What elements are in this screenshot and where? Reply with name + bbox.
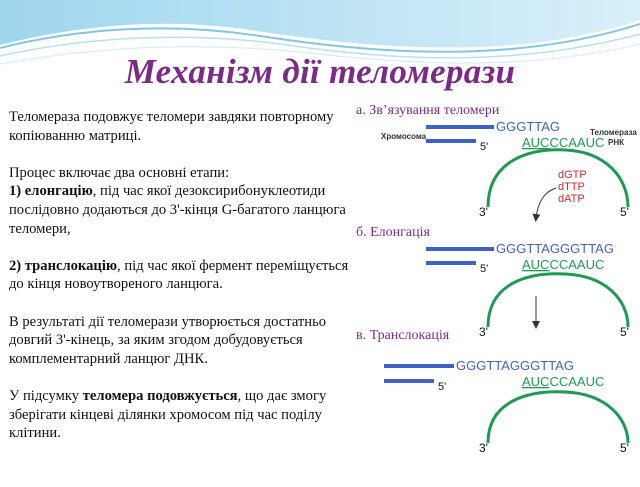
header-waves: [0, 0, 640, 65]
stage-a-diagram: GGGTTAG Хромосома 5' Теломераза РНК AUCC…: [381, 119, 637, 222]
five-prime-rna-label-b: 5': [620, 325, 629, 339]
telomerase-diagram: GGGTTAG Хромосома 5' Теломераза РНК AUCC…: [381, 119, 637, 455]
stage-b-diagram: GGGTTAGGGTTAG 5' AUCCCAAUC 3' 5': [426, 241, 630, 339]
three-prime-label-c: 3': [479, 441, 488, 455]
nucleotide-datp: dATP: [558, 193, 585, 205]
nucleotide-dgtp: dGTP: [558, 169, 587, 181]
chromosome-label: Хромосома: [381, 132, 427, 141]
rna-label: РНК: [608, 138, 624, 147]
paragraph-summary: У підсумку теломера подовжується, що дає…: [9, 387, 327, 442]
arrow-nucleotides: [532, 187, 557, 222]
rna-template-a: AUCCCAAUC: [522, 135, 604, 150]
three-prime-label-b: 3': [479, 325, 488, 339]
paragraph-stages: Процес включає два основні етапи:: [9, 164, 230, 181]
five-prime-label-c: 5': [438, 381, 446, 393]
telomere-sequence-c: GGGTTAGGGTTAG: [456, 358, 574, 373]
paragraph-result: В результаті дії теломерази утворюється …: [9, 313, 327, 367]
three-prime-label-a: 3': [479, 205, 488, 219]
rna-template-b: AUCCCAAUC: [522, 257, 604, 272]
slide-title: Механізм дії теломерази: [124, 52, 516, 91]
nucleotide-dttp: dTTP: [558, 181, 585, 193]
telomerase-rna-arc-c: [486, 390, 630, 444]
stage-label-translocation: в. Транслокація: [356, 328, 450, 343]
paragraph-translocation: 2) транслокацію, під час якої фермент пе…: [9, 257, 349, 293]
term-translocation: 2) транслокацію: [9, 257, 118, 274]
five-prime-rna-label-a: 5': [620, 205, 629, 219]
five-prime-label-a: 5': [480, 141, 488, 153]
stage-c-diagram: GGGTTAGGGTTAG 5' AUCCCAAUC 3' 5': [384, 358, 630, 455]
five-prime-rna-label-c: 5': [620, 441, 629, 455]
telomerase-rna-arc-a: [486, 148, 630, 208]
paragraph-elongation: 1) елонгацію, під час якої дезоксирибону…: [9, 183, 346, 237]
telomerase-label: Теломераза: [590, 128, 637, 137]
paragraph-intro: Теломераза подовжує теломери завдяки пов…: [9, 109, 334, 144]
term-lengthening: теломера подовжується: [82, 387, 238, 404]
five-prime-label-b: 5': [480, 263, 488, 275]
term-elongation: 1) елонгацію: [9, 183, 93, 200]
telomere-sequence-a: GGGTTAG: [496, 119, 560, 134]
telomere-sequence-b: GGGTTAGGGTTAG: [496, 241, 614, 256]
telomerase-rna-arc-b: [486, 272, 630, 328]
stage-label-elongation: б. Елонгація: [356, 225, 430, 240]
stage-label-binding: а. Зв’язування теломери: [356, 103, 500, 118]
description-text: Теломераза подовжує теломери завдяки пов…: [9, 108, 361, 443]
rna-template-c: AUCCCAAUC: [522, 374, 604, 389]
